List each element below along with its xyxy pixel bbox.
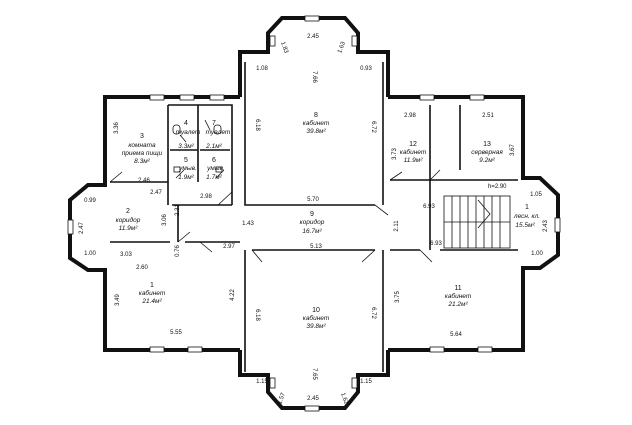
staircase	[443, 195, 511, 249]
dim-right-bay-top: 1.05	[530, 192, 542, 198]
room-8-number: 8	[314, 112, 318, 119]
stair-room-area: 15.5м²	[515, 222, 535, 229]
room-11-area: 21.2м²	[447, 301, 468, 308]
room-2-name: коридор	[116, 216, 141, 224]
room-6-number: 6	[212, 157, 216, 164]
stair-room-name: лесн. кл.	[513, 213, 540, 220]
dim-r10-side-right: 6.72	[370, 307, 376, 319]
dim-r10-left: 1.15	[256, 379, 268, 385]
room-1-number: 1	[150, 282, 154, 289]
room-13-area: 9.2м²	[479, 157, 495, 164]
dim-left-bay-bot: 1.00	[84, 251, 96, 257]
dim-r12-width: 2.98	[404, 113, 416, 119]
dim-r3-side: 3.36	[114, 122, 120, 134]
dim-stair-top: 6.93	[423, 204, 435, 210]
room-9-number: 9	[310, 211, 314, 218]
dim-top-bay-right: 1.63	[337, 41, 347, 55]
dim-r8-left: 1.08	[256, 66, 268, 72]
dim-r5-door: 2.31	[175, 204, 181, 216]
room-1-name: кабинет	[139, 289, 166, 297]
dim-r3-width: 2.46	[138, 178, 150, 184]
dim-r2-height: 3.06	[162, 214, 168, 226]
dim-r13-height: 3.67	[510, 144, 516, 156]
room-5-area: 1.9м²	[178, 174, 194, 181]
doors	[109, 119, 441, 263]
room-13-number: 13	[483, 141, 491, 148]
windows	[67, 15, 561, 412]
dim-r1-offset: 2.97	[223, 244, 235, 250]
room-5-name: умыв.	[178, 165, 197, 172]
room-7-number: 7	[212, 120, 216, 127]
dim-bot-bay-width: 2.45	[307, 396, 319, 402]
room-3-number: 3	[140, 133, 144, 140]
room-9-area: 16.7м²	[302, 228, 322, 235]
room-4-name: туалет	[176, 129, 201, 136]
room-10-area: 39.8м²	[306, 323, 326, 330]
room-12-area: 11.9м²	[404, 157, 424, 164]
dim-corr-right: 2.11	[394, 220, 400, 232]
room-3-name-line2: приема пищи	[122, 150, 163, 157]
room-12-number: 12	[409, 141, 417, 148]
room-10-name: кабинет	[303, 314, 330, 322]
stair-room-number: 1	[525, 204, 529, 211]
dim-r11-side: 3.75	[395, 291, 401, 303]
room-11-name: кабинет	[445, 292, 472, 300]
dim-r8-width: 5.70	[307, 197, 319, 203]
dim-corr-width: 1.43	[242, 221, 254, 227]
room-8-area: 39.8м²	[306, 128, 326, 135]
room-12-name: кабинет	[400, 148, 427, 156]
dim-r8-side-right: 6.72	[370, 121, 376, 133]
dimension-labels: 2.45 1.83 1.63 1.08 0.93 7.66 6.18 6.72 …	[79, 34, 549, 406]
room-4-number: 4	[184, 120, 188, 127]
dim-left-bay-mid: 2.47	[79, 222, 85, 234]
room-2-number: 2	[126, 208, 130, 215]
room-7-area: 2.1м²	[205, 143, 222, 150]
dim-r10-right: 1.15	[360, 379, 372, 385]
dim-r12-height: 3.73	[392, 148, 398, 160]
fixtures	[172, 124, 223, 173]
dim-right-bay-bot: 1.00	[531, 251, 543, 257]
room-1-area: 21.4м²	[141, 298, 162, 305]
dim-r8-right: 0.93	[360, 66, 372, 72]
dim-r2-bottom: 3.03	[120, 252, 132, 258]
dim-r9-lower: 5.13	[310, 244, 322, 250]
room-3-area: 8.3м²	[134, 158, 150, 165]
room-9-name: коридор	[300, 218, 325, 226]
dim-r11-width: 5.64	[450, 332, 462, 338]
room-7-name: туалет	[206, 129, 231, 136]
room-3-name-line1: комната	[128, 142, 156, 149]
dim-r1-small: 0.76	[175, 245, 181, 257]
room-13-name: серверная	[471, 149, 503, 156]
room-labels: 3 комната приема пищи 8.3м² 4 туалет 3.3…	[116, 112, 541, 330]
room-6-name: умыв.	[206, 165, 225, 172]
dim-r1-top: 2.60	[136, 265, 148, 271]
dim-stair-bot: 6.93	[430, 241, 442, 247]
dim-r2-width-top: 2.47	[150, 190, 162, 196]
room-8-name: кабинет	[303, 119, 330, 127]
dim-right-bay-mid: 2.43	[543, 220, 549, 232]
dim-r8-height: 7.66	[311, 71, 317, 83]
interior-partitions	[110, 62, 518, 372]
dim-top-bay-left: 1.83	[279, 41, 289, 55]
room-10-number: 10	[312, 307, 320, 314]
room-2-area: 11.9м²	[119, 225, 139, 232]
dim-r8-side-left: 6.18	[254, 119, 260, 131]
dim-r13-width: 2.51	[482, 113, 494, 119]
room-4-area: 3.3м²	[178, 143, 194, 150]
dim-r1-width: 5.55	[170, 330, 182, 336]
room-6-area: 1.7м²	[206, 174, 222, 181]
dim-bot-bay-left: 1.57	[277, 392, 287, 406]
ceiling-height-note: h=2.90	[488, 184, 507, 190]
dim-r10-height: 7.65	[311, 368, 317, 380]
dim-bot-bay-right: 1.62	[339, 392, 349, 406]
dim-r10-side-left: 6.18	[254, 309, 260, 321]
room-5-number: 5	[184, 157, 188, 164]
dim-r1-height: 4.22	[230, 289, 236, 301]
room-11-number: 11	[454, 285, 461, 292]
dim-r5-width: 2.98	[200, 194, 212, 200]
dim-top-bay-width: 2.45	[307, 34, 319, 40]
dim-r1-side: 3.49	[115, 294, 121, 306]
dim-left-bay-top: 0.99	[84, 198, 96, 204]
